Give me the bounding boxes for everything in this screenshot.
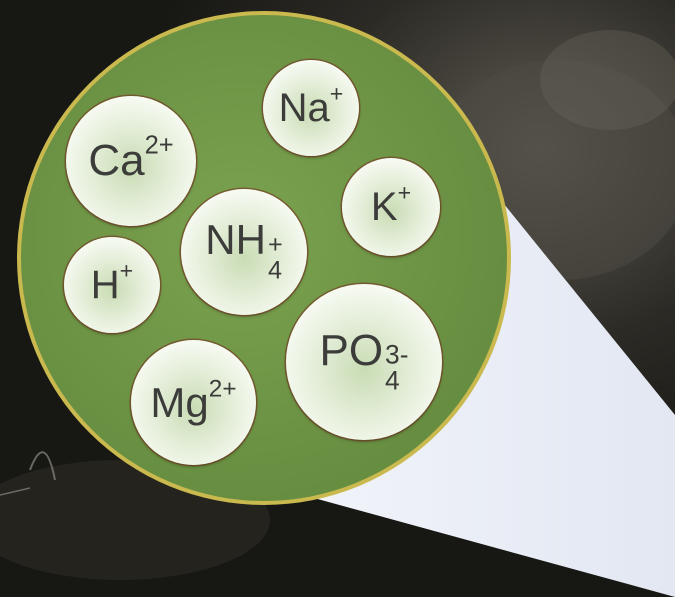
ion-calcium: Ca2+ — [66, 96, 196, 226]
ion-ammonium: NH+4 — [181, 189, 307, 315]
root-hair — [0, 487, 31, 496]
ion-sodium: Na+ — [263, 60, 359, 156]
ion-hydrogen: H+ — [64, 237, 160, 333]
rock-highlight — [540, 30, 675, 130]
root-hair — [29, 451, 56, 481]
ion-potassium: K+ — [342, 158, 440, 256]
ion-magnesium: Mg2+ — [131, 340, 256, 465]
